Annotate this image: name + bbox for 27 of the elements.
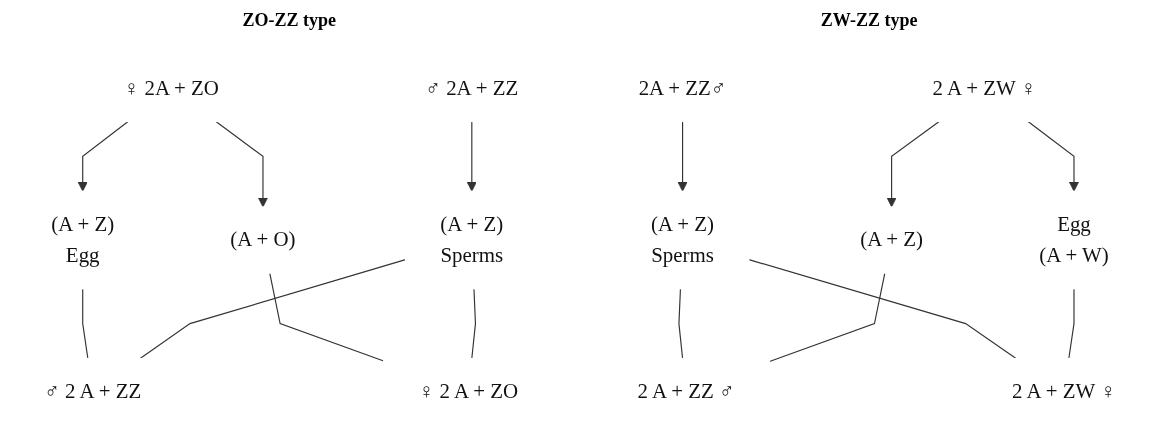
arrow — [215, 120, 269, 208]
node-text: 2 A + ZW ♀ — [1012, 379, 1116, 403]
connector — [748, 259, 1017, 360]
connector — [678, 288, 684, 360]
node-text: 2A + ZZ♂ — [638, 76, 727, 100]
arrow — [1027, 120, 1080, 192]
arrow — [677, 120, 688, 192]
connector — [471, 288, 477, 360]
node-text: ♀ 2 A + ZO — [418, 379, 519, 403]
node-text: (A + Z) Sperms — [651, 212, 715, 267]
node-text: 2 A + ZW ♀ — [932, 76, 1037, 100]
node-text: (A + Z) Sperms — [440, 212, 504, 267]
connector — [1068, 288, 1075, 360]
arrow — [886, 120, 940, 208]
node-text: ♀ 2A + ZO — [123, 76, 219, 100]
node-text: ♂ 2 A + ZZ — [44, 379, 142, 403]
node-text: 2 A + ZZ ♂ — [637, 379, 735, 403]
node-text: (A + Z) — [860, 227, 924, 252]
node-text: (A + Z) Egg — [51, 212, 115, 267]
section-heading: ZW-ZZ type — [820, 9, 918, 31]
arrow — [466, 120, 477, 192]
arrow — [77, 120, 129, 192]
node-text: (A + O) — [230, 227, 296, 252]
connector — [82, 288, 89, 360]
section-heading: ZO-ZZ type — [242, 9, 336, 31]
node-text: Egg (A + W) — [1039, 212, 1109, 267]
node-text: ♂ 2A + ZZ — [425, 76, 519, 100]
